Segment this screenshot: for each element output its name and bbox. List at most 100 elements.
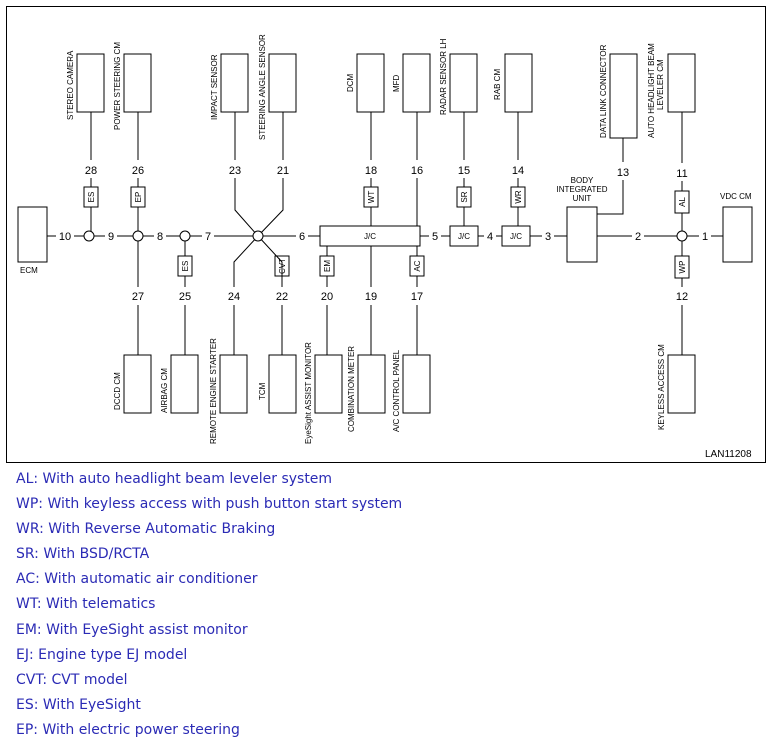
keyless-access-cm-label: KEYLESS ACCESS CM — [657, 344, 666, 430]
eyesight-assist-monitor-box — [314, 354, 343, 414]
remote-engine-starter-label: REMOTE ENGINE STARTER — [209, 338, 218, 444]
tag-ac: AC — [413, 260, 422, 271]
vdc-cm-box — [722, 206, 753, 263]
bus-num-7: 7 — [205, 231, 211, 243]
ecm-label: ECM — [20, 266, 38, 275]
tag-cvt: CVT — [278, 258, 287, 274]
legend-list: AL: With auto headlight beam leveler sys… — [16, 467, 402, 743]
dcm-label: DCM — [346, 73, 355, 92]
data-link-connector-label: DATA LINK CONNECTOR — [599, 44, 608, 138]
vdc-cm-label: VDC CM — [720, 192, 752, 201]
tag-wr-box — [510, 186, 526, 208]
legend-item-es: ES: With EyeSight — [16, 696, 141, 713]
lan-wiring-diagram: 10 9 8 7 6 5 4 3 2 1 28 26 23 21 18 16 1… — [6, 6, 766, 463]
bus-num-9: 9 — [108, 231, 114, 243]
num-16: 16 — [411, 165, 423, 177]
legend-item-cvt: CVT: CVT model — [16, 671, 128, 688]
mfd-label: MFD — [392, 74, 401, 92]
tag-em: EM — [323, 260, 332, 272]
jc-sr-label: J/C — [458, 232, 470, 241]
legend-item-sr: SR: With BSD/RCTA — [16, 546, 150, 563]
body-integrated-unit-label-2: INTEGRATED — [557, 185, 608, 194]
rab-cm-box — [504, 53, 533, 113]
tag-sr: SR — [460, 191, 469, 202]
tag-wt: WT — [367, 191, 376, 204]
tag-ep-box — [130, 186, 146, 208]
tag-es-bottom: ES — [181, 261, 190, 272]
tag-wp-box — [674, 255, 690, 279]
bus-num-5: 5 — [432, 231, 438, 243]
splice-2-1 — [676, 230, 688, 242]
bus-num-2: 2 — [635, 231, 641, 243]
steering-angle-sensor-label: STEERING ANGLE SENSOR — [258, 34, 267, 140]
power-steering-cm-label: POWER STEERING CM — [113, 42, 122, 130]
radar-sensor-lh-label: RADAR SENSOR LH — [439, 38, 448, 115]
legend-item-wt: WT: With telematics — [16, 596, 156, 613]
tag-es-top: ES — [87, 192, 96, 203]
impact-sensor-box — [220, 53, 249, 113]
diagram-frame — [6, 6, 766, 463]
power-steering-cm-box — [123, 53, 152, 113]
tag-ac-box — [409, 255, 425, 277]
num-19: 19 — [365, 291, 377, 303]
auto-headlight-leveler-cm-box — [667, 53, 696, 113]
legend-item-al: AL: With auto headlight beam leveler sys… — [16, 471, 333, 487]
jc-main-box — [319, 225, 421, 247]
jc-wr-box — [501, 225, 531, 247]
num-13: 13 — [617, 167, 629, 179]
bus-num-10: 10 — [59, 231, 71, 243]
tag-al: AL — [678, 197, 687, 207]
ac-control-panel-label: A/C CONTROL PANEL — [392, 349, 401, 432]
rab-cm-label: RAB CM — [493, 69, 502, 100]
tag-em-box — [319, 255, 335, 277]
tag-wr: WR — [514, 190, 523, 204]
splice-7-6 — [252, 230, 264, 242]
bus-num-6: 6 — [299, 231, 305, 243]
jc-wr-label: J/C — [510, 232, 522, 241]
legend-item-ej: EJ: Engine type EJ model — [16, 646, 188, 663]
splice-9-8 — [132, 230, 144, 242]
dccd-cm-label: DCCD CM — [113, 372, 122, 410]
legend-item-wr: WR: With Reverse Automatic Braking — [16, 521, 276, 538]
legend-item-wp: WP: With keyless access with push button… — [16, 496, 403, 513]
splice-8-7 — [179, 230, 191, 242]
num-21: 21 — [277, 165, 289, 177]
legend-item-ep: EP: With electric power steering — [16, 721, 240, 738]
tcm-box — [268, 354, 297, 414]
bus-num-8: 8 — [157, 231, 163, 243]
airbag-cm-box — [170, 354, 199, 414]
num-12: 12 — [676, 291, 688, 303]
jc-main-label: J/C — [364, 232, 376, 241]
impact-sensor-label: IMPACT SENSOR — [210, 54, 219, 120]
splice-10-9 — [83, 230, 95, 242]
num-11: 11 — [676, 168, 687, 180]
tcm-label: TCM — [258, 382, 267, 400]
num-23: 23 — [229, 165, 241, 177]
combination-meter-label: COMBINATION METER — [347, 346, 356, 432]
ac-control-panel-box — [402, 354, 431, 414]
tag-ep: EP — [134, 192, 143, 203]
body-integrated-unit-label-1: BODY — [571, 176, 594, 185]
steering-angle-sensor-box — [268, 53, 297, 113]
num-25: 25 — [179, 291, 191, 303]
mfd-box — [402, 53, 431, 113]
num-24: 24 — [228, 291, 240, 303]
legend-item-em: EM: With EyeSight assist monitor — [16, 621, 248, 638]
eyesight-assist-monitor-label: EyeSight ASSIST MONITOR — [304, 342, 313, 444]
num-18: 18 — [365, 165, 377, 177]
radar-sensor-lh-box — [449, 53, 478, 113]
num-26: 26 — [132, 165, 144, 177]
num-15: 15 — [458, 165, 470, 177]
tag-wp: WP — [678, 261, 687, 274]
tag-es-bottom-box — [177, 255, 193, 277]
num-22: 22 — [276, 291, 288, 303]
auto-headlight-leveler-cm-label-1: AUTO HEADLIGHT BEAM — [647, 43, 656, 138]
dcm-box — [356, 53, 385, 113]
remote-engine-starter-box — [219, 354, 248, 414]
data-link-connector-box — [609, 53, 638, 139]
num-28: 28 — [85, 165, 97, 177]
body-integrated-unit-label-3: UNIT — [573, 194, 592, 203]
tag-cvt-box — [274, 255, 290, 277]
stereo-camera-label: STEREO CAMERA — [66, 50, 75, 120]
bus-num-4: 4 — [487, 231, 493, 243]
